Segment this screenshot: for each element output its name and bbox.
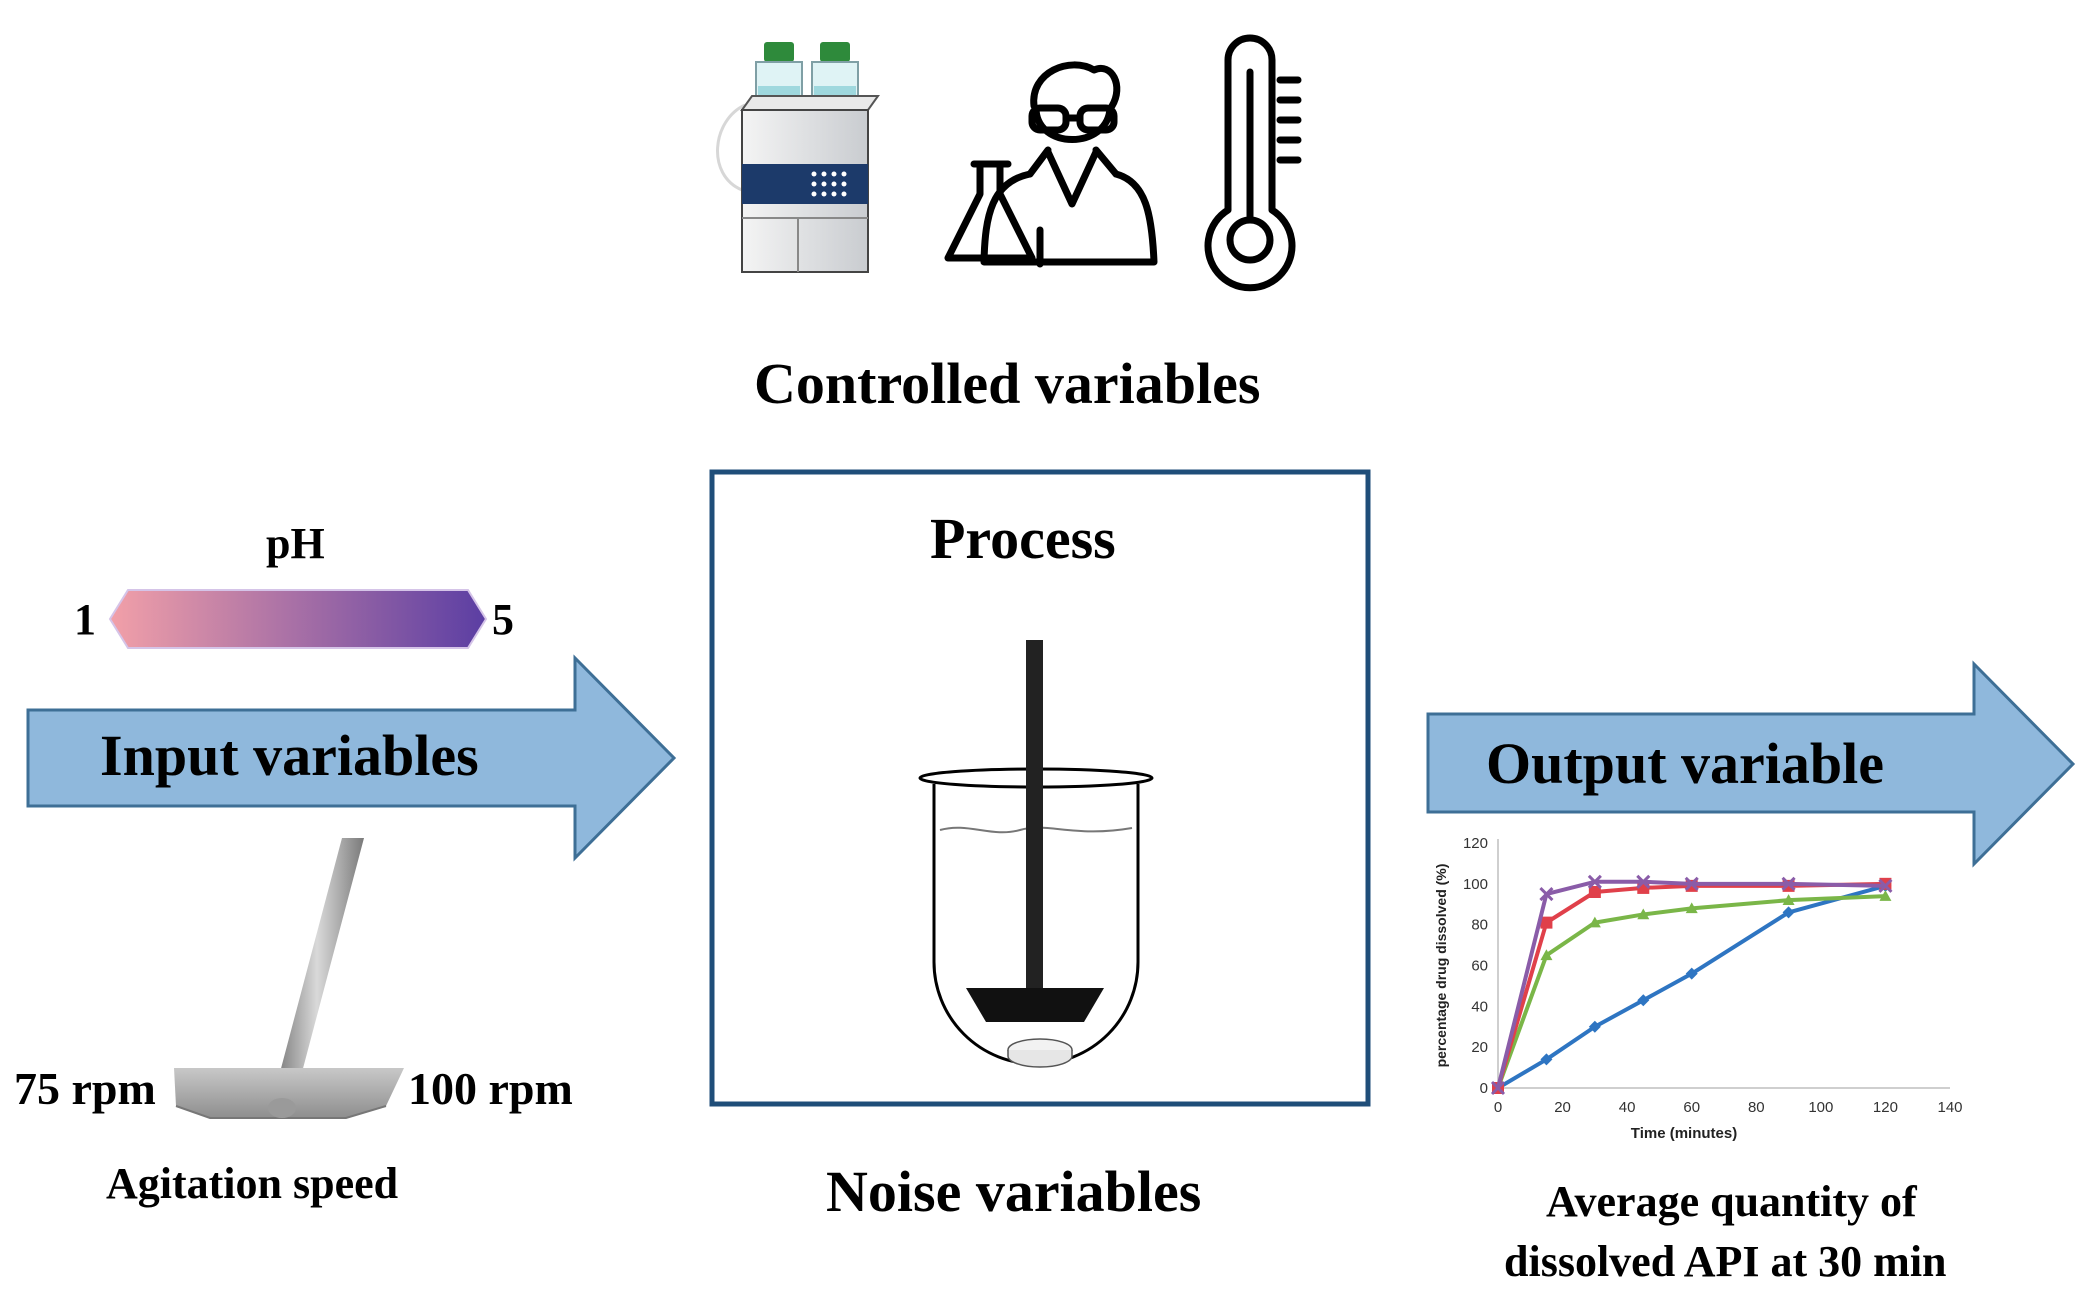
y-tick-label: 60: [1471, 958, 1488, 975]
process-label: Process: [930, 506, 1116, 571]
output-arrow: [1426, 660, 2076, 868]
data-point: [1637, 908, 1650, 920]
data-point: [1587, 874, 1602, 889]
data-point: [1588, 916, 1601, 928]
x-tick-label: 80: [1748, 1099, 1765, 1116]
y-tick-label: 0: [1480, 1080, 1488, 1097]
data-point: [1781, 876, 1796, 891]
controlled-variables-label: Controlled variables: [754, 351, 1261, 416]
ph-max-label: 5: [492, 595, 514, 644]
agitation-speed-label: Agitation speed: [106, 1159, 399, 1208]
data-point: [1588, 886, 1601, 898]
data-point: [1588, 1020, 1601, 1033]
ph-min-label: 1: [74, 595, 96, 644]
input-arrow: [26, 654, 677, 862]
data-point: [1539, 886, 1554, 902]
rpm-high-label: 100 rpm: [408, 1063, 573, 1114]
y-tick-label: 40: [1471, 998, 1488, 1015]
data-point: [1540, 949, 1553, 961]
data-point: [1636, 874, 1651, 889]
x-tick-label: 20: [1554, 1099, 1571, 1116]
result-label-line2: dissolved API at 30 min: [1504, 1237, 1947, 1286]
data-point: [1685, 967, 1698, 980]
x-tick-label: 140: [1937, 1099, 1962, 1116]
y-tick-label: 80: [1471, 917, 1488, 934]
beaker-paddle-icon: [918, 640, 1154, 1068]
data-point: [1684, 876, 1699, 891]
hplc-instrument-icon: [716, 42, 880, 273]
series-line-3: [1496, 881, 1886, 1089]
data-point: [1637, 994, 1650, 1007]
series-line-2: [1496, 894, 1886, 1089]
data-point: [1878, 878, 1893, 893]
ph-label: pH: [266, 519, 325, 568]
x-tick-label: 60: [1683, 1099, 1700, 1116]
process-box: [709, 469, 1371, 1107]
y-tick-label: 120: [1463, 835, 1488, 852]
x-tick-label: 40: [1619, 1099, 1636, 1116]
result-label-line1: Average quantity of: [1546, 1177, 1917, 1226]
data-point: [1685, 902, 1698, 914]
data-point: [1782, 906, 1795, 919]
flask-icon: [944, 160, 1036, 262]
x-axis-title: Time (minutes): [1631, 1125, 1737, 1142]
x-tick-label: 120: [1873, 1099, 1898, 1116]
scientist-icon: [980, 61, 1158, 268]
data-point: [1490, 1080, 1506, 1096]
data-point: [1879, 890, 1892, 901]
y-axis-title: percentage drug dissolved (%): [1433, 864, 1449, 1068]
ph-gradient-bar: [108, 589, 488, 649]
paddle-stirrer-icon: [174, 838, 404, 1119]
rpm-low-label: 75 rpm: [14, 1063, 156, 1114]
data-point: [1782, 894, 1795, 905]
noise-variables-label: Noise variables: [826, 1159, 1202, 1224]
y-tick-label: 20: [1471, 1039, 1488, 1056]
x-tick-label: 0: [1494, 1099, 1502, 1116]
output-variable-label: Output variable: [1486, 731, 1884, 796]
input-variables-label: Input variables: [100, 723, 479, 788]
thermometer-icon: [1204, 34, 1302, 292]
y-tick-label: 100: [1463, 876, 1488, 893]
x-tick-label: 100: [1808, 1099, 1833, 1116]
data-point: [1540, 916, 1553, 929]
data-point: [1540, 1053, 1553, 1066]
